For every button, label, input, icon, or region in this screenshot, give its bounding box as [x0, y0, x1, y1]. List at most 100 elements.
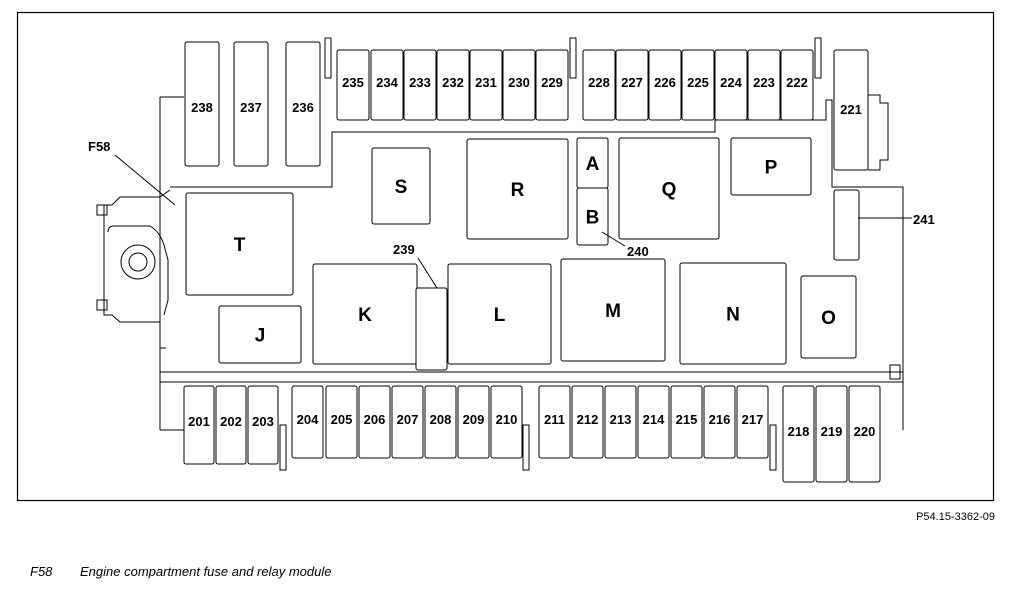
fuse-231-outline — [469, 49, 503, 121]
fuse-216: 216 — [703, 385, 736, 459]
fuse-230: 230 — [502, 49, 536, 121]
relay-s-outline — [371, 147, 431, 225]
relay-m-label: M — [605, 301, 621, 322]
fuse-227-label: 227 — [621, 75, 643, 90]
callout-240-label: 240 — [627, 244, 649, 259]
fuse-223-label: 223 — [753, 75, 775, 90]
fuse-202-label: 202 — [220, 414, 242, 429]
fuse-210-label: 210 — [496, 412, 518, 427]
fuse-229-label: 229 — [541, 75, 563, 90]
fuse-204-label: 204 — [297, 412, 319, 427]
fuse-237-label: 237 — [240, 100, 262, 115]
relay-o: O — [800, 275, 857, 359]
relay-q: Q — [618, 137, 720, 240]
fuse-232-outline — [436, 49, 470, 121]
fuse-227: 227 — [615, 49, 649, 121]
fuse-205-outline — [325, 385, 358, 459]
fuse-212-label: 212 — [577, 412, 599, 427]
fuse-214-outline — [637, 385, 670, 459]
fuse-238-outline — [184, 41, 220, 167]
fuse-237: 237 — [233, 41, 269, 167]
fuse-219: 219 — [815, 385, 848, 483]
caption-text: Engine compartment fuse and relay module — [80, 564, 332, 579]
fuse-225: 225 — [681, 49, 715, 121]
fuse-206: 206 — [358, 385, 391, 459]
fuse-204: 204 — [291, 385, 324, 459]
fuse-234-label: 234 — [376, 75, 398, 90]
relay-l-outline — [447, 263, 552, 365]
fuse-203-outline — [247, 385, 279, 465]
relay-b: B — [576, 187, 609, 246]
fuse-226-outline — [648, 49, 682, 121]
fuse-202-outline — [215, 385, 247, 465]
fuse-227-outline — [615, 49, 649, 121]
fuse-210: 210 — [490, 385, 523, 459]
diagram-frame — [16, 11, 995, 502]
reference-code: P54.15-3362-09 — [916, 511, 995, 523]
relay-p-label: P — [765, 157, 778, 178]
relay-j-outline — [218, 305, 302, 364]
fuse-214: 214 — [637, 385, 670, 459]
callout-241-label: 241 — [913, 212, 935, 227]
fuse-213: 213 — [604, 385, 637, 459]
relay-239 — [415, 287, 448, 371]
fuse-211: 211 — [538, 385, 571, 459]
relay-l-label: L — [494, 305, 506, 326]
relay-j-label: J — [255, 325, 266, 346]
callout-239-label: 239 — [393, 242, 415, 257]
relay-j: J — [218, 305, 302, 364]
fuse-218: 218 — [782, 385, 815, 483]
fuse-215: 215 — [670, 385, 703, 459]
fuse-234-outline — [370, 49, 404, 121]
fuse-216-label: 216 — [709, 412, 731, 427]
fuse-228: 228 — [582, 49, 616, 121]
fuse-230-outline — [502, 49, 536, 121]
fuse-202: 202 — [215, 385, 247, 465]
fuse-235-label: 235 — [342, 75, 364, 90]
fuse-223: 223 — [747, 49, 781, 121]
fuse-224-label: 224 — [720, 75, 742, 90]
fuse-217-label: 217 — [742, 412, 764, 427]
fuse-201: 201 — [183, 385, 215, 465]
relay-p-outline — [730, 137, 812, 196]
fuse-222-outline — [780, 49, 814, 121]
relay-t-outline — [185, 192, 294, 296]
fuse-220-outline — [848, 385, 881, 483]
fuse-209: 209 — [457, 385, 490, 459]
relay-m-outline — [560, 258, 666, 362]
fuse-234: 234 — [370, 49, 404, 121]
fuse-232: 232 — [436, 49, 470, 121]
relay-r-label: R — [511, 180, 525, 201]
fuse-226: 226 — [648, 49, 682, 121]
fuse-204-outline — [291, 385, 324, 459]
fuse-220: 220 — [848, 385, 881, 483]
fuse-213-outline — [604, 385, 637, 459]
fuse-211-outline — [538, 385, 571, 459]
fuse-215-outline — [670, 385, 703, 459]
fuse-207-outline — [391, 385, 424, 459]
fuse-233-outline — [403, 49, 437, 121]
fuse-206-outline — [358, 385, 391, 459]
fuse-236-label: 236 — [292, 100, 314, 115]
fuse-221-label: 221 — [840, 102, 862, 117]
callout-240: 240 — [601, 231, 649, 259]
relay-t: T — [185, 192, 294, 296]
relay-q-label: Q — [662, 179, 677, 200]
fuse-219-outline — [815, 385, 848, 483]
fuse-205: 205 — [325, 385, 358, 459]
relay-a-label: A — [586, 154, 600, 175]
callout-239: 239 — [393, 242, 438, 289]
fuse-216-outline — [703, 385, 736, 459]
relay-n-label: N — [726, 304, 740, 325]
relay-l: L — [447, 263, 552, 365]
fuse-236: 236 — [285, 41, 321, 167]
relay-q-outline — [618, 137, 720, 240]
fuse-203: 203 — [247, 385, 279, 465]
callout-f58: F58 — [88, 139, 176, 206]
relay-s: S — [371, 147, 431, 225]
fuse-238: 238 — [184, 41, 220, 167]
